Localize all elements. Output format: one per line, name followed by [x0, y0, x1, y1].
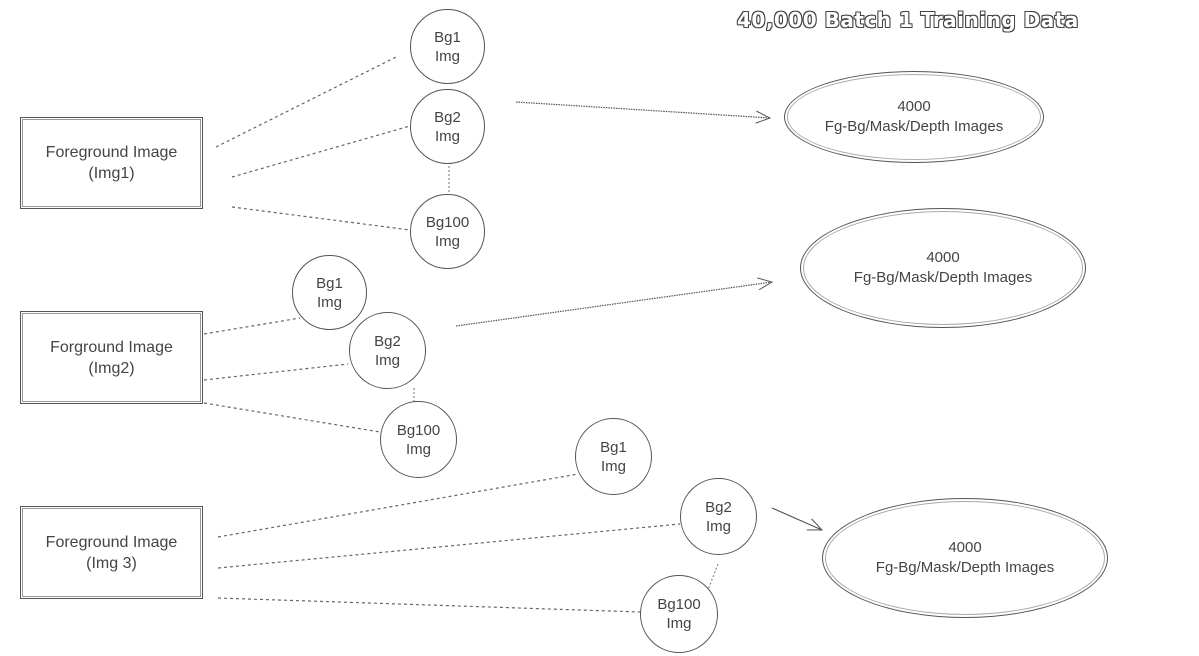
bg100-circle-group1: Bg100 Img: [410, 194, 485, 269]
connector-fg3-bg1: [217, 473, 579, 538]
arrow-group2: [455, 282, 772, 327]
arrow-group3: [771, 507, 822, 531]
bg-sublabel: Img: [374, 351, 400, 369]
bg-sublabel: Img: [705, 517, 731, 535]
output-count: 4000: [926, 249, 960, 266]
bg-sublabel: Img: [600, 457, 626, 475]
bg-label: Bg2: [434, 108, 461, 126]
bg-label: Bg100: [425, 213, 470, 231]
foreground-sublabel: (Img2): [88, 359, 135, 377]
bg-label: Bg100: [657, 596, 701, 613]
connector-fg2-bg100: [203, 402, 381, 433]
bg-sublabel: Img: [434, 232, 460, 250]
connector-fg2-bg1: [203, 317, 301, 335]
foreground-box-img1: Foreground Image (Img1): [20, 117, 203, 209]
bg2-circle-group3: Bg2 Img: [680, 478, 757, 555]
output-description: Fg-Bg/Mask/Depth Images: [875, 559, 1055, 576]
bg-label: Bg100: [396, 421, 441, 439]
foreground-label: Forground Image: [50, 338, 173, 356]
connector-fg3-bg2: [217, 523, 681, 569]
bg2-circle-group1: Bg2 Img: [410, 89, 485, 164]
output-count: 4000: [948, 539, 982, 556]
bg-sublabel: Img: [316, 293, 342, 311]
bg-sublabel: Img: [405, 440, 431, 458]
bg100-circle-group2: Bg100 Img: [380, 401, 457, 478]
output-description: Fg-Bg/Mask/Depth Images: [824, 118, 1004, 135]
foreground-box-img3: Foreground Image (Img 3): [20, 506, 203, 599]
output-ellipse-group3: 4000 Fg-Bg/Mask/Depth Images: [822, 498, 1108, 618]
output-description: Fg-Bg/Mask/Depth Images: [853, 269, 1033, 286]
output-count: 4000: [897, 98, 931, 115]
connector-fg1-bg100: [231, 206, 411, 231]
foreground-box-img2: Forground Image (Img2): [20, 311, 203, 404]
bg1-circle-group2: Bg1 Img: [292, 255, 367, 330]
foreground-label: Foreground Image: [45, 533, 178, 551]
bg1-circle-group3: Bg1 Img: [575, 418, 652, 495]
arrow-group1: [515, 101, 770, 118]
bg2-circle-group2: Bg2 Img: [349, 312, 426, 389]
output-ellipse-group1: 4000 Fg-Bg/Mask/Depth Images: [784, 71, 1044, 163]
connector-fg3-bg100: [217, 597, 641, 613]
output-ellipse-group2: 4000 Fg-Bg/Mask/Depth Images: [800, 208, 1086, 328]
bg-label: Bg1: [434, 28, 461, 46]
diagram-title: 40,000 Batch 1 Training Data: [737, 8, 1079, 32]
bg-sublabel: Img: [434, 127, 460, 145]
bg-label: Bg1: [316, 274, 343, 292]
bg-sublabel: Img: [434, 47, 460, 65]
bg100-circle-group3: Bg100 Img: [640, 575, 718, 653]
foreground-sublabel: (Img1): [88, 165, 135, 182]
foreground-sublabel: (Img 3): [86, 554, 137, 572]
bg-label: Bg2: [705, 498, 732, 516]
bg-label: Bg1: [600, 438, 627, 456]
bg-label: Bg2: [374, 332, 401, 350]
bg-sublabel: Img: [666, 615, 692, 632]
connector-fg2-bg2: [203, 363, 349, 381]
connector-fg1-bg1: [215, 55, 399, 148]
connector-fg1-bg2: [231, 125, 411, 178]
bg1-circle-group1: Bg1 Img: [410, 9, 485, 84]
foreground-label: Foreground Image: [45, 144, 178, 161]
connector-bg2-bg100-3: [707, 563, 719, 591]
